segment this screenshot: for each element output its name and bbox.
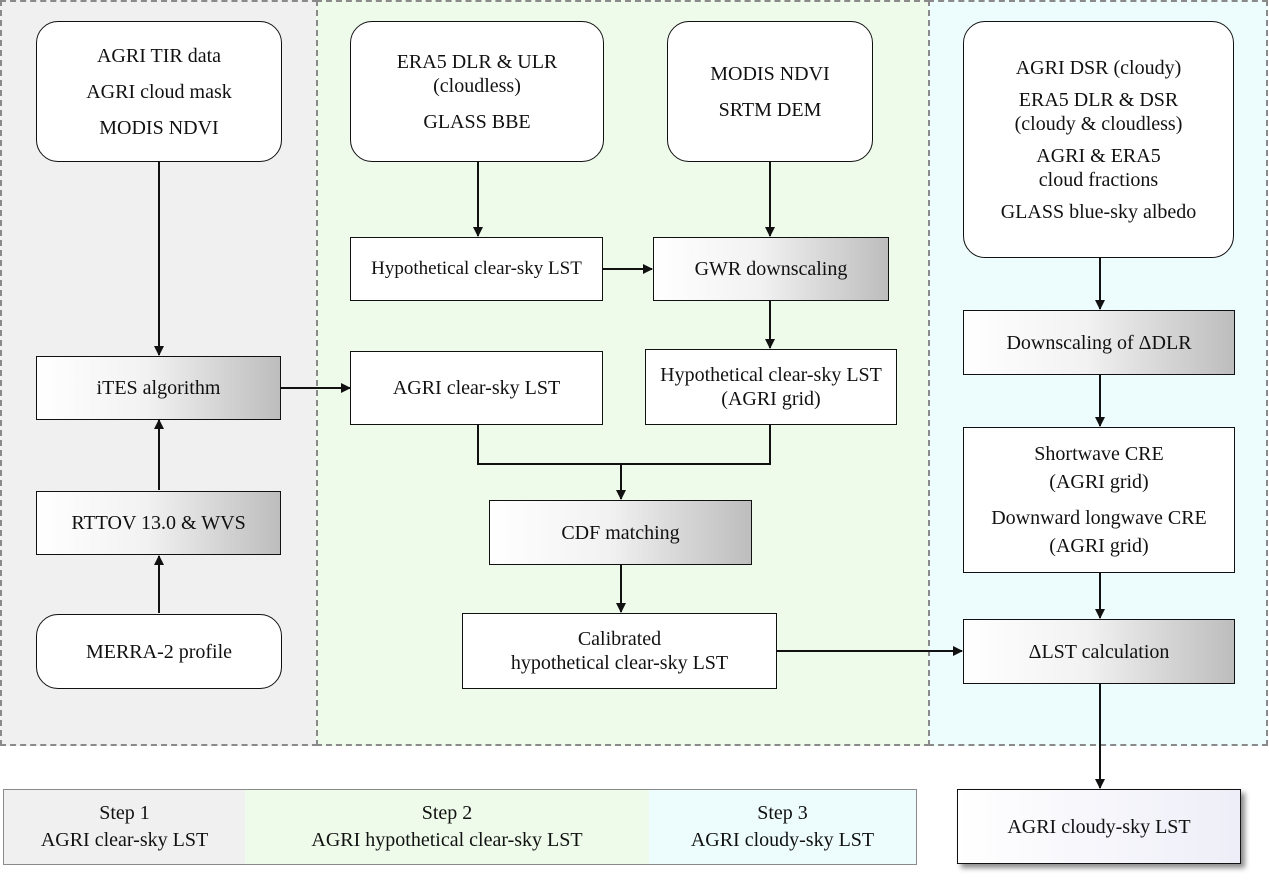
- legend-step3: Step 3 AGRI cloudy-sky LST: [649, 790, 916, 864]
- agri-dsr-label: AGRI DSR (cloudy): [1015, 56, 1182, 79]
- calibrated-hypothetical-label: hypothetical clear-sky LST: [510, 652, 729, 674]
- connector-to-cdf: [477, 425, 771, 465]
- srtm-dem-label: SRTM DEM: [718, 98, 822, 121]
- hypothetical-agri-grid-label: Hypothetical clear-sky LST: [660, 364, 882, 386]
- agri-cloud-mask-label: AGRI cloud mask: [86, 80, 232, 103]
- gwr-label: GWR downscaling: [694, 258, 848, 280]
- delta-lst-label: ΔLST calculation: [1028, 640, 1170, 663]
- glass-bbe-label: GLASS BBE: [423, 110, 531, 133]
- legend-step1-title: Step 1: [99, 802, 150, 824]
- hypothetical-lst-box: Hypothetical clear-sky LST: [350, 237, 603, 301]
- glass-albedo-label: GLASS blue-sky albedo: [1000, 200, 1197, 223]
- modis-srtm-box: MODIS NDVI SRTM DEM: [667, 21, 873, 162]
- agri-grid-label: (AGRI grid): [721, 388, 821, 410]
- legend-step1-label: AGRI clear-sky LST: [40, 829, 209, 851]
- agri-clear-lst-label: AGRI clear-sky LST: [392, 377, 561, 399]
- era5-glass-box: ERA5 DLR & ULR (cloudless) GLASS BBE: [350, 21, 604, 162]
- step-legend: Step 1 AGRI clear-sky LST Step 2 AGRI hy…: [3, 789, 917, 865]
- step3-inputs-box: AGRI DSR (cloudy) ERA5 DLR & DSR (cloudy…: [963, 21, 1234, 258]
- legend-step3-label: AGRI cloudy-sky LST: [690, 829, 875, 851]
- legend-step2: Step 2 AGRI hypothetical clear-sky LST: [245, 790, 649, 864]
- downscaling-dlr-box: Downscaling of ΔDLR: [963, 310, 1235, 375]
- hypothetical-agri-grid-box: Hypothetical clear-sky LST (AGRI grid): [645, 349, 897, 425]
- legend-step1: Step 1 AGRI clear-sky LST: [4, 790, 245, 864]
- cloudy-cloudless-label: (cloudy & cloudless): [1014, 112, 1183, 135]
- gwr-downscaling-box: GWR downscaling: [653, 237, 889, 301]
- calibrated-label: Calibrated: [577, 628, 662, 650]
- agri-inputs-box: AGRI TIR data AGRI cloud mask MODIS NDVI: [36, 21, 282, 162]
- shortwave-grid-label: (AGRI grid): [1049, 471, 1149, 493]
- longwave-cre-label: Downward longwave CRE: [991, 507, 1207, 529]
- final-label: AGRI cloudy-sky LST: [1007, 815, 1191, 838]
- final-cloudy-lst-box: AGRI cloudy-sky LST: [957, 789, 1241, 864]
- longwave-grid-label: (AGRI grid): [1049, 535, 1149, 557]
- cloudless-label: (cloudless): [433, 74, 521, 97]
- hypothetical-lst-label: Hypothetical clear-sky LST: [371, 258, 582, 279]
- merra-box: MERRA-2 profile: [36, 614, 282, 689]
- legend-step2-title: Step 2: [421, 802, 473, 824]
- cre-box: Shortwave CRE (AGRI grid) Downward longw…: [963, 427, 1235, 573]
- era5-dlr-ulr-label: ERA5 DLR & ULR: [396, 50, 558, 73]
- cdf-label: CDF matching: [561, 521, 680, 544]
- agri-clear-lst-box: AGRI clear-sky LST: [350, 351, 603, 425]
- era5-dlr-dsr-label: ERA5 DLR & DSR: [1018, 88, 1179, 111]
- cloud-fractions-label: cloud fractions: [1038, 168, 1159, 191]
- legend-step3-title: Step 3: [757, 802, 808, 824]
- downscaling-dlr-label: Downscaling of ΔDLR: [1006, 331, 1192, 354]
- cdf-matching-box: CDF matching: [489, 500, 752, 565]
- shortwave-cre-label: Shortwave CRE: [1034, 443, 1164, 465]
- ites-label: iTES algorithm: [96, 377, 221, 399]
- calibrated-lst-box: Calibrated hypothetical clear-sky LST: [462, 613, 777, 689]
- legend-step2-label: AGRI hypothetical clear-sky LST: [311, 829, 583, 851]
- modis-ndvi-label: MODIS NDVI: [99, 116, 219, 139]
- merra-label: MERRA-2 profile: [85, 640, 233, 663]
- modis-ndvi-2-label: MODIS NDVI: [710, 62, 830, 85]
- delta-lst-box: ΔLST calculation: [963, 619, 1235, 684]
- agri-era5-label: AGRI & ERA5: [1036, 144, 1161, 167]
- rttov-label: RTTOV 13.0 & WVS: [71, 512, 246, 534]
- rttov-box: RTTOV 13.0 & WVS: [36, 491, 281, 555]
- agri-tir-label: AGRI TIR data: [96, 44, 222, 67]
- ites-algorithm-box: iTES algorithm: [36, 356, 281, 420]
